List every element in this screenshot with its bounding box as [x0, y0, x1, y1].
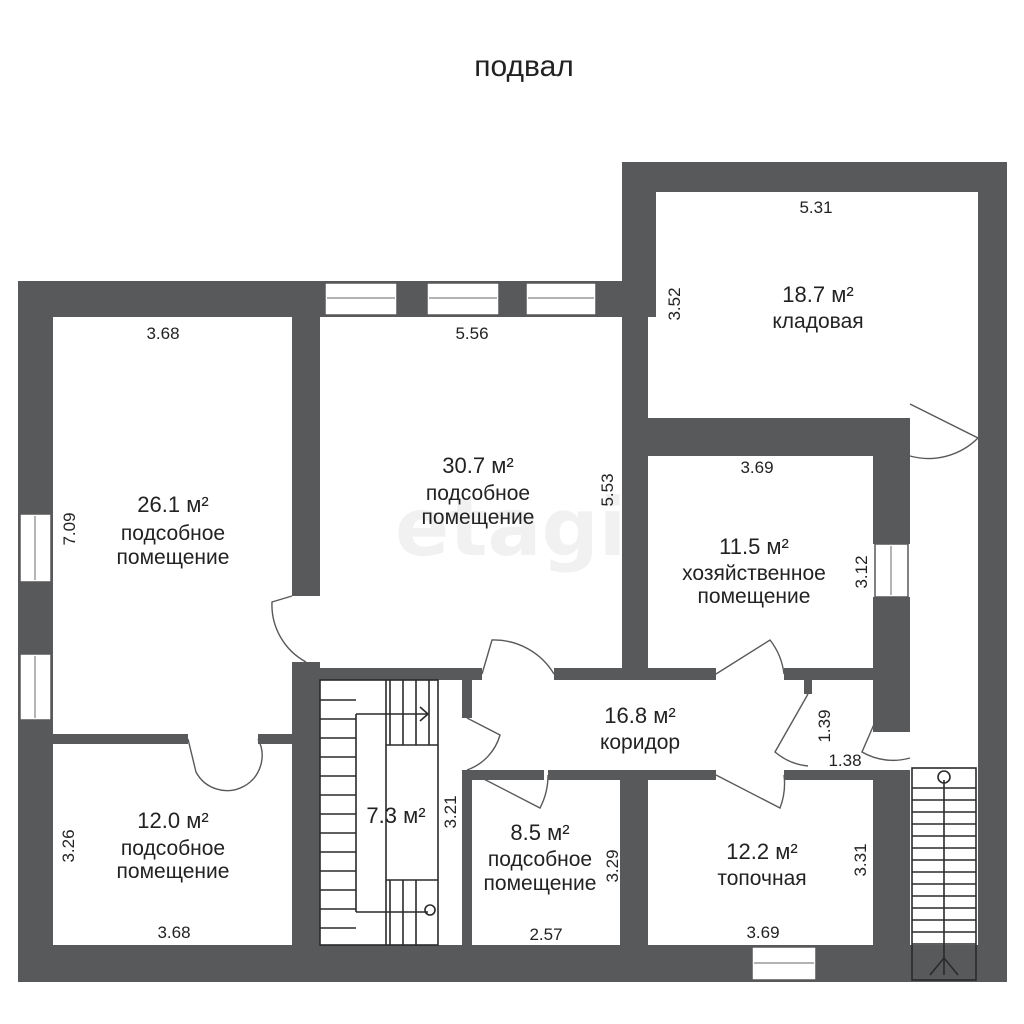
dimension-label: 5.56 [455, 324, 488, 343]
room-name: подсобное [488, 848, 592, 871]
room-area: 12.2 м² [726, 839, 797, 864]
room-name: подсобное [426, 482, 530, 505]
room-name: кладовая [772, 310, 863, 333]
dimension-label: 3.68 [146, 324, 179, 343]
walls [18, 162, 1007, 982]
room-8-5: 8.5 м² подсобное помещение 3.29 2.57 [484, 820, 622, 944]
dimension-label: 3.12 [852, 555, 871, 588]
room-12-0: 12.0 м² подсобное помещение 3.26 3.68 [59, 808, 229, 942]
dimension-label: 1.38 [828, 751, 861, 770]
windows [19, 282, 909, 981]
dimension-label: 3.26 [59, 829, 78, 862]
room-name: топочная [717, 867, 806, 890]
room-26-1: 26.1 м² подсобное помещение 3.68 7.09 [60, 324, 229, 569]
room-12-2: 12.2 м² топочная 3.31 3.69 [717, 839, 870, 942]
room-area: 12.0 м² [137, 808, 208, 833]
dimension-label: 1.39 [815, 709, 834, 742]
dimension-label: 7.09 [60, 512, 79, 545]
room-stairwell: 7.3 м² 3.21 [366, 795, 460, 828]
dimension-label: 5.53 [598, 473, 617, 506]
room-corridor: 16.8 м² коридор 1.39 1.38 [600, 703, 862, 770]
room-name: хозяйственное [682, 562, 826, 585]
room-name: помещение [117, 546, 230, 569]
room-area: 7.3 м² [366, 803, 425, 828]
dimension-label: 3.21 [441, 795, 460, 828]
room-name: коридор [600, 731, 680, 754]
dimension-label: 5.31 [799, 198, 832, 217]
dimension-label: 3.29 [603, 849, 622, 882]
floor-title: подвал [474, 50, 574, 83]
room-name: помещение [698, 585, 811, 608]
dimension-label: 3.69 [746, 923, 779, 942]
room-area: 11.5 м² [719, 534, 789, 559]
room-30-7: 30.7 м² подсобное помещение 5.56 5.53 [422, 324, 617, 529]
room-area: 8.5 м² [510, 820, 569, 845]
dimension-label: 2.57 [529, 925, 562, 944]
watermark: etagi [395, 481, 626, 574]
interior-stairs [319, 679, 439, 946]
dimension-label: 3.69 [740, 458, 773, 477]
dimension-label: 3.52 [665, 287, 684, 320]
room-area: 26.1 м² [137, 492, 208, 517]
dimension-label: 3.31 [851, 843, 870, 876]
room-area: 18.7 м² [782, 282, 853, 307]
room-11-5: 11.5 м² хозяйственное помещение 3.69 3.1… [682, 458, 871, 608]
room-name: помещение [422, 506, 535, 529]
room-area: 16.8 м² [604, 703, 675, 728]
room-18-7: 18.7 м² кладовая 5.31 3.52 [665, 198, 864, 333]
doors [187, 403, 980, 809]
room-name: помещение [484, 872, 597, 895]
room-name: подсобное [121, 837, 225, 860]
exterior-stairs [911, 767, 977, 981]
room-name: помещение [117, 860, 230, 883]
room-area: 30.7 м² [442, 453, 513, 478]
dimension-label: 3.68 [157, 923, 190, 942]
room-name: подсобное [121, 522, 225, 545]
